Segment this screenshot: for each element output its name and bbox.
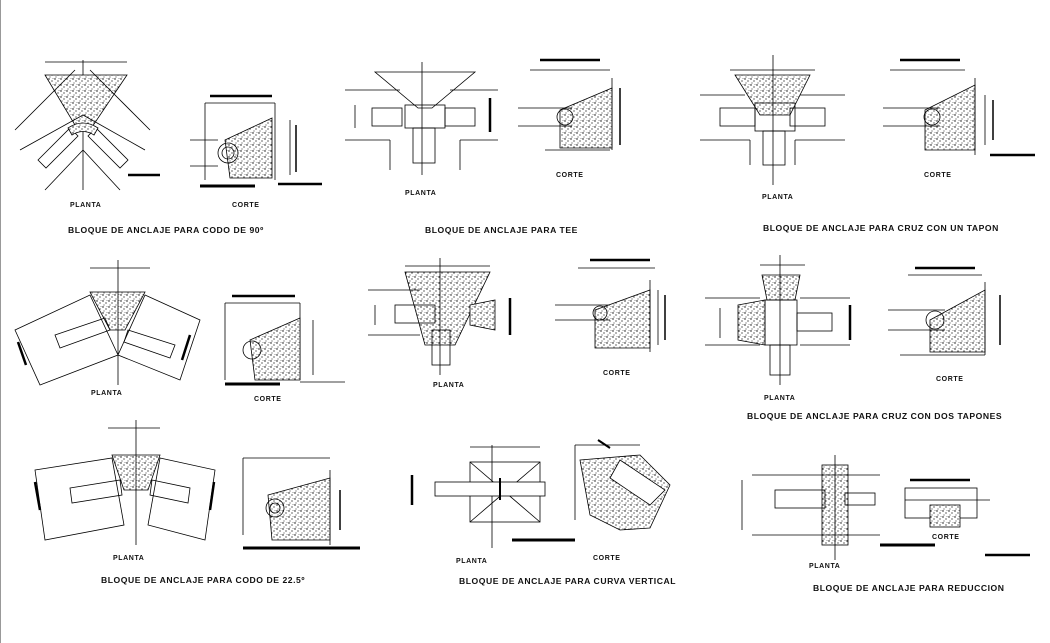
tee-corte-drawing <box>518 58 621 151</box>
codo45-planta-drawing <box>14 260 201 386</box>
curva-vertical-corte-label: CORTE <box>593 555 621 562</box>
cruz-tapon-planta-label: PLANTA <box>762 194 794 201</box>
tee-title: BLOQUE DE ANCLAJE PARA TEE <box>425 225 578 235</box>
tee-tapon-corte-drawing <box>555 258 666 352</box>
codo45-planta-label: PLANTA <box>91 390 123 397</box>
codo90-corte-label: CORTE <box>232 202 260 209</box>
tee-corte-label: CORTE <box>556 172 584 179</box>
codo90-planta-drawing <box>14 60 160 191</box>
cruz-dos-tapones-title: BLOQUE DE ANCLAJE PARA CRUZ CON DOS TAPO… <box>747 411 1003 421</box>
codo90-corte-drawing <box>190 94 322 188</box>
tee-tapon-corte-label: CORTE <box>603 370 631 377</box>
codo90-title: BLOQUE DE ANCLAJE PARA CODO DE 90º <box>68 225 264 235</box>
curva-vertical-title: BLOQUE DE ANCLAJE PARA CURVA VERTICAL <box>459 576 677 586</box>
cruz-tapon-title: BLOQUE DE ANCLAJE PARA CRUZ CON UN TAPON <box>763 223 999 233</box>
reduccion-planta-label: PLANTA <box>809 563 841 570</box>
codo22-planta-drawing <box>33 420 216 545</box>
codo22-title: BLOQUE DE ANCLAJE PARA CODO DE 22.5º <box>101 575 306 585</box>
reduccion-corte-drawing <box>880 478 1030 557</box>
codo90-planta-label: PLANTA <box>70 202 102 209</box>
tee-planta-drawing <box>345 62 498 175</box>
codo22-planta-label: PLANTA <box>113 555 145 562</box>
sheet-border-line <box>0 0 1 643</box>
codo22-corte-drawing <box>242 457 360 550</box>
cruz-dos-tapones-planta-drawing <box>705 255 852 385</box>
tee-tapon-planta-label: PLANTA <box>433 382 465 389</box>
reduccion-planta-drawing <box>741 455 880 560</box>
tee-planta-label: PLANTA <box>405 190 437 197</box>
curva-vertical-planta-drawing <box>410 445 546 548</box>
tee-tapon-planta-drawing <box>368 258 512 375</box>
cruz-dos-tapones-corte-drawing <box>888 266 1001 356</box>
codo45-corte-label: CORTE <box>254 396 282 403</box>
cruz-tapon-corte-drawing <box>883 58 1035 157</box>
cruz-dos-tapones-corte-label: CORTE <box>936 376 964 383</box>
curva-vertical-planta-label: PLANTA <box>456 558 488 565</box>
reduccion-title: BLOQUE DE ANCLAJE PARA REDUCCION <box>813 583 1005 593</box>
cruz-tapon-planta-drawing <box>700 55 845 185</box>
curva-vertical-corte-drawing <box>512 439 671 542</box>
cruz-dos-tapones-planta-label: PLANTA <box>764 395 796 402</box>
codo45-corte-drawing <box>224 294 345 386</box>
reduccion-corte-label: CORTE <box>932 534 960 541</box>
cruz-tapon-corte-label: CORTE <box>924 172 952 179</box>
